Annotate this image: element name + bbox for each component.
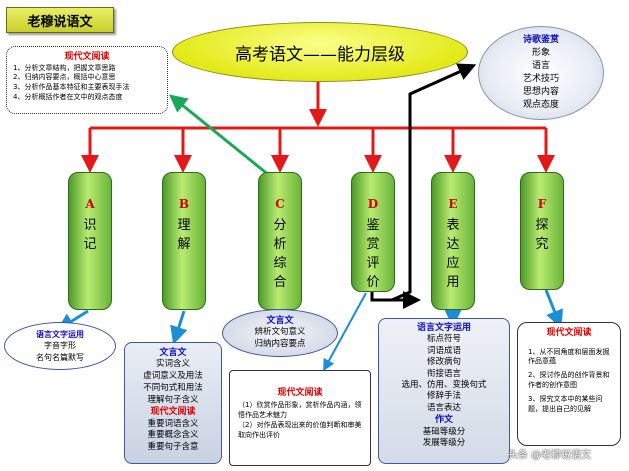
e-header-2: 作文	[434, 415, 453, 426]
e-item: 修辞手法	[426, 391, 461, 402]
modern-top-box: 现代文阅读 1、分析文章结构，把握文章思路 2、归纳内容要点，概括中心意思 3、…	[6, 46, 168, 114]
level-letter: A	[85, 197, 95, 211]
main-title: 高考语文——能力层级	[172, 22, 468, 82]
level-label: 鉴赏评价	[366, 218, 380, 290]
d-item: （1）欣赏作品形象，赏析作品内涵，领悟作品艺术魅力	[238, 401, 362, 420]
b-item: 重要概念含义	[147, 430, 199, 441]
level-label: 识记	[83, 218, 97, 252]
level-label: 探究	[535, 218, 549, 252]
c-oval: 文言文 辨析文句意义 归纳内容要点	[222, 309, 338, 357]
blue-arrow-f	[544, 289, 564, 329]
level-letter: F	[537, 197, 547, 211]
poetry-item: 思想内容	[522, 87, 559, 98]
c-item: 归纳内容要点	[254, 339, 306, 350]
blue-arrow-d	[323, 292, 367, 372]
green-arrow-up	[169, 94, 271, 178]
c-item: 辨析文句意义	[254, 327, 306, 338]
level-label: 理解	[177, 218, 191, 252]
level-letter: D	[367, 197, 379, 211]
e-item: 基础等级分	[422, 426, 466, 437]
f-item: 2、探讨作品的创作背景和作者的创作意图	[528, 371, 610, 389]
modern-top-item: 1、分析文章结构，把握文章思路	[13, 63, 116, 72]
level-letter: B	[178, 197, 190, 211]
poetry-header: 诗歌鉴赏	[522, 34, 559, 45]
e-item: 词语成语	[426, 345, 461, 356]
b-item: 不同句式和用法	[143, 382, 203, 393]
level-label: 分析综合	[273, 218, 287, 290]
a-item: 字音字形	[44, 341, 76, 351]
e-item: 标点符号	[426, 334, 461, 345]
e-item: 发展等级分	[422, 438, 466, 449]
level-letter: C	[275, 197, 285, 211]
e-item: 选用、仿用、变换句式	[401, 380, 487, 391]
a-item: 名句名篇默写	[36, 352, 84, 362]
f-item: 1、从不同角度和层面发掘作品意蕴	[528, 347, 610, 366]
poetry-item: 观点态度	[522, 100, 559, 111]
b-item: 重要词语含义	[147, 418, 199, 429]
level-a-pill: A 识记	[68, 172, 112, 310]
e-header-1: 语言文字运用	[416, 323, 471, 333]
poetry-item: 形象	[531, 47, 550, 58]
level-letter: E	[448, 197, 458, 211]
level-d-pill: D 鉴赏评价	[351, 172, 395, 292]
e-box: 语言文字运用 标点符号 词语成语 修改病句 衔接语言 选用、仿用、变换句式 修辞…	[378, 318, 510, 464]
watermark: 头条 @老穆说语文	[508, 450, 592, 461]
b-item: 理解句子含义	[147, 394, 199, 405]
f-item: 3、探究文本中的某些问题，提出自己的见解	[528, 394, 603, 413]
a-header: 语言文字运用	[36, 330, 84, 340]
e-item: 语言表达	[426, 402, 461, 413]
blue-arrow-b	[170, 310, 188, 345]
modern-top-item: 2、归纳内容要点，概括中心意思	[13, 73, 116, 82]
level-f-pill: F 探究	[520, 172, 564, 290]
poetry-oval: 诗歌鉴赏 形象 语言 艺术技巧 思想内容 观点态度	[478, 26, 604, 120]
b-item: 重要句子含意	[147, 442, 199, 453]
b-item: 虚词意义及用法	[143, 371, 203, 382]
a-oval: 语言文字运用 字音字形 名句名篇默写	[4, 322, 116, 370]
f-box: 现代文阅读 1、从不同角度和层面发掘作品意蕴 2、探讨作品的创作背景和作者的创作…	[517, 322, 621, 446]
poetry-list: 形象 语言 艺术技巧 思想内容 观点态度	[523, 47, 559, 112]
c-header: 文言文	[266, 315, 294, 326]
black-path	[370, 63, 477, 302]
d-box: 现代文阅读 （1）欣赏作品形象，赏析作品内涵，领悟作品艺术魅力 （2）对作品表现…	[229, 370, 371, 466]
b-header-1: 文言文	[159, 348, 187, 358]
d-header: 现代文阅读	[277, 388, 323, 398]
b-header-2: 现代文阅读	[150, 407, 196, 418]
b-box: 文言文 实词含义 虚词意义及用法 不同句式和用法 理解句子含义 现代文阅读 重要…	[124, 342, 222, 464]
modern-top-item: 4、分析概括作者在文中的观点态度	[13, 92, 123, 101]
poetry-item: 语言	[531, 60, 550, 71]
level-label: 表达应用	[446, 218, 460, 290]
f-header: 现代文阅读	[546, 328, 592, 338]
level-e-pill: E 表达应用	[431, 172, 475, 310]
modern-top-item: 3、分析作品基本特征和主要表现手法	[13, 83, 130, 92]
modern-top-header: 现代文阅读	[64, 52, 110, 62]
source-badge: 老穆说语文	[6, 7, 114, 33]
e-item: 修改病句	[426, 357, 461, 368]
level-b-pill: B 理解	[162, 172, 206, 310]
level-c-pill: C 分析综合	[258, 172, 302, 310]
b-item: 实词含义	[155, 359, 190, 370]
poetry-item: 艺术技巧	[522, 74, 559, 84]
d-item: （2）对作品表现出来的价值判断和审美取向作出评价	[238, 421, 362, 440]
e-item: 衔接语言	[426, 368, 461, 379]
